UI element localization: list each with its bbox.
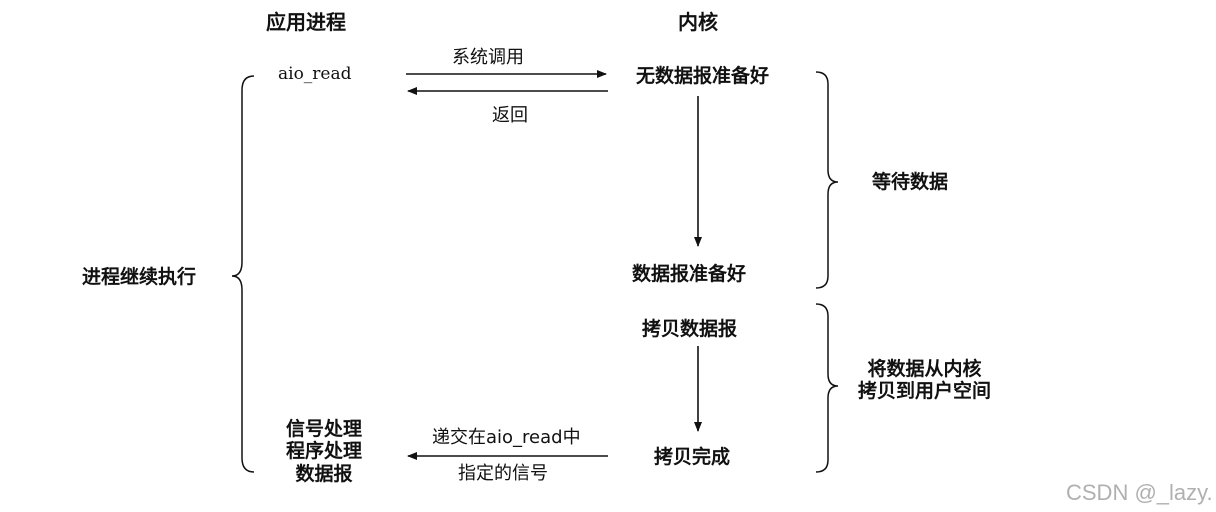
aio-read-call: aio_read (278, 64, 352, 84)
return-label: 返回 (492, 105, 528, 126)
signal-handler-line-2: 程序处理 (286, 440, 363, 463)
copy-to-user-label: 将数据从内核 拷贝到用户空间 (858, 358, 991, 403)
process-continues-label: 进程继续执行 (82, 266, 197, 288)
deliver-signal-label-2: 指定的信号 (458, 463, 548, 484)
copy-complete: 拷贝完成 (654, 446, 731, 468)
no-datagram-ready: 无数据报准备好 (636, 65, 770, 87)
signal-handler-line-1: 信号处理 (286, 418, 363, 440)
csdn-watermark: CSDN @_lazy. (1066, 480, 1213, 505)
copy-brace (815, 303, 839, 473)
app-process-header: 应用进程 (266, 10, 346, 34)
copy-to-user-line-1: 将数据从内核 (867, 358, 982, 380)
left-brace (231, 75, 255, 473)
signal-handler-label: 信号处理 程序处理 数据报 (286, 418, 362, 485)
copy-datagram: 拷贝数据报 (642, 318, 738, 340)
datagram-ready: 数据报准备好 (632, 263, 747, 285)
copy-to-user-line-2: 拷贝到用户空间 (858, 380, 992, 403)
signal-handler-line-3: 数据报 (295, 462, 353, 485)
wait-brace (815, 71, 839, 289)
syscall-label: 系统调用 (452, 47, 524, 68)
kernel-header: 内核 (678, 10, 718, 34)
wait-for-data-label: 等待数据 (872, 171, 949, 193)
deliver-signal-label-1: 递交在aio_read中 (432, 427, 581, 448)
